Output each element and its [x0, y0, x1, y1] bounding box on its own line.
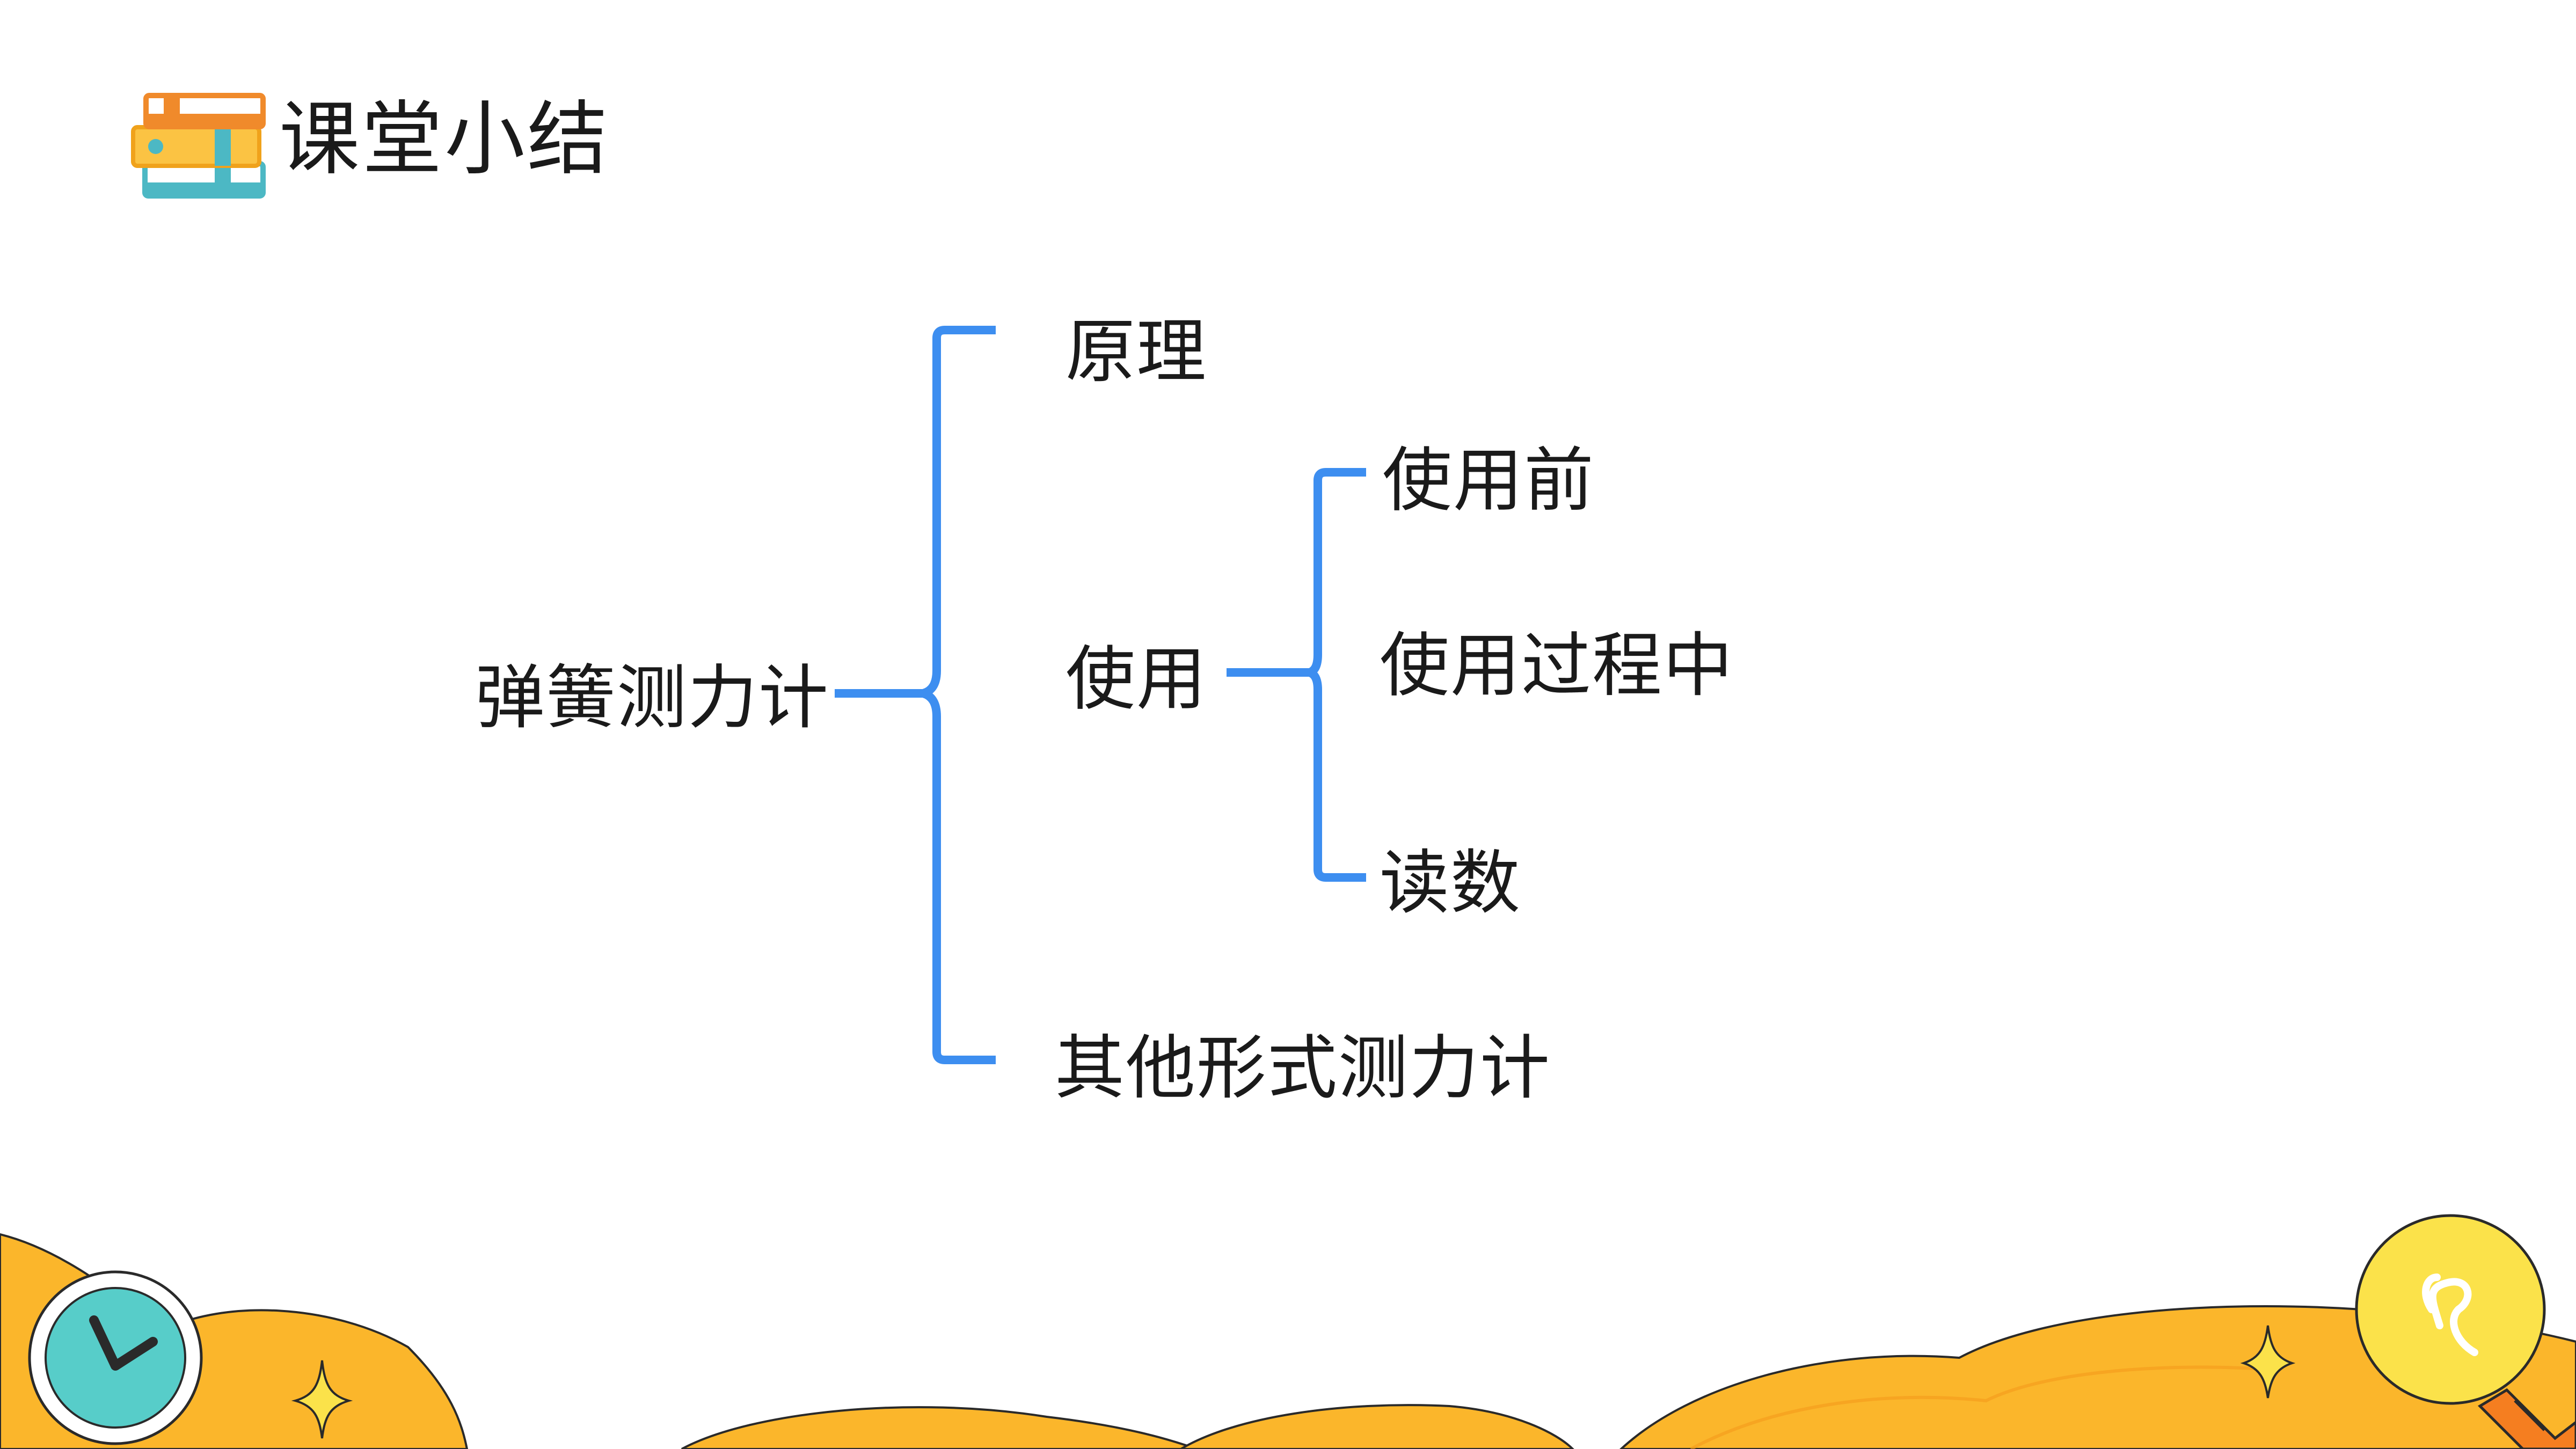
sub-brace — [1305, 468, 1366, 882]
branch-node-principle: 原理 — [1066, 311, 1208, 392]
stacked-books-icon — [131, 93, 266, 199]
branch-node-other-meters: 其他形式测力计 — [1055, 1027, 1551, 1109]
main-brace — [919, 326, 996, 1064]
light-bulb-icon — [2355, 1214, 2576, 1449]
sparkle-icon — [291, 1360, 353, 1439]
bottom-wave — [0, 1233, 2576, 1449]
branch-node-usage: 使用 — [1066, 638, 1208, 720]
child-node-before-use: 使用前 — [1382, 440, 1595, 521]
page-title: 课堂小结 — [279, 93, 610, 186]
clock-icon — [28, 1270, 203, 1445]
diagram-brackets — [835, 326, 1366, 1064]
diagram-root-node: 弹簧测力计 — [475, 657, 830, 738]
child-node-reading: 读数 — [1380, 842, 1522, 924]
child-node-during-use: 使用过程中 — [1380, 625, 1734, 706]
sparkle-icon — [2240, 1325, 2296, 1399]
